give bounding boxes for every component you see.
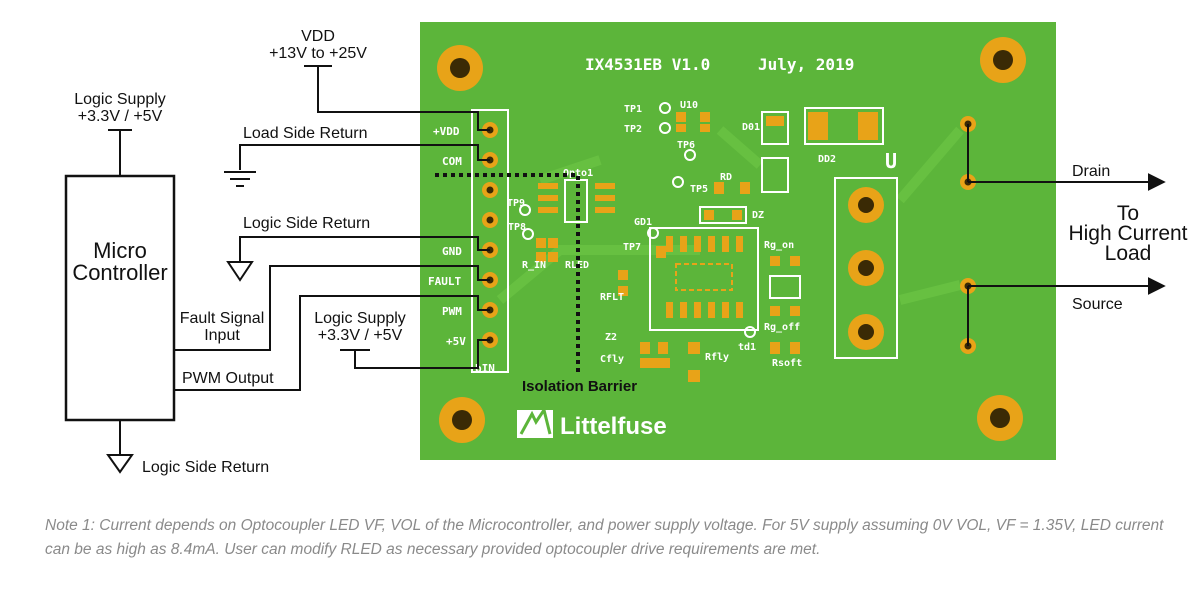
isolation-barrier-label: Isolation Barrier — [522, 378, 637, 395]
load-side-return-label: Load Side Return — [243, 125, 368, 142]
wiring-diagram: IX4531EB V1.0 July, 2019 +VDD COM GND FA… — [64, 22, 1188, 476]
board-title: IX4531EB V1.0 — [585, 55, 710, 74]
silk-rfly: Rfly — [705, 352, 729, 363]
silk-rsoft: Rsoft — [772, 358, 802, 369]
silk-d01: D01 — [742, 122, 760, 133]
silk-z2: Z2 — [605, 332, 617, 343]
logic-supply-2-label: Logic Supply — [314, 310, 406, 327]
littelfuse-logo: Littelfuse — [517, 406, 667, 440]
mount-hole-tl — [437, 45, 483, 91]
silk-rg-off: Rg_off — [764, 322, 800, 333]
source-label: Source — [1072, 296, 1123, 313]
logic-supply-2-voltage: +3.3V / +5V — [318, 327, 403, 344]
silk-gd1: GD1 — [634, 217, 652, 228]
isolation-barrier-line — [435, 173, 580, 372]
connector-label: bIN — [475, 362, 495, 375]
silk-tp8: TP8 — [508, 222, 526, 233]
to-label: To — [1117, 202, 1139, 225]
silk-rd: RD — [720, 172, 732, 183]
vdd-label: VDD — [301, 28, 335, 45]
gnd-wire — [239, 236, 490, 262]
mount-hole-bl — [439, 397, 485, 443]
silk-opto: Opto1 — [563, 168, 593, 179]
fault-signal-label-1: Fault Signal — [180, 310, 265, 327]
fault-signal-label-2: Input — [204, 327, 240, 344]
mount-hole-br — [977, 395, 1023, 441]
logic-supply-2-wire — [354, 339, 490, 369]
ground-triangle-icon — [226, 261, 254, 282]
silk-rg-on: Rg_on — [764, 240, 794, 251]
logic-supply-1-voltage: +3.3V / +5V — [78, 108, 163, 125]
mount-hole-tr — [980, 37, 1026, 83]
pin-label-vdd: +VDD — [433, 125, 460, 138]
silk-tp6: TP6 — [677, 140, 695, 151]
load-label: Load — [1105, 242, 1152, 265]
pin-label-pwm: PWM — [442, 305, 462, 318]
micro-label-2: Controller — [72, 260, 167, 285]
pcb-components — [519, 102, 898, 382]
silk-u10: U10 — [680, 100, 698, 111]
logic-side-return-2-label: Logic Side Return — [142, 459, 269, 476]
ground-triangle-icon — [106, 454, 134, 474]
connector-outline — [471, 109, 509, 373]
logic-side-return-1-label: Logic Side Return — [243, 215, 370, 232]
pin-label-com: COM — [442, 155, 462, 168]
silk-tp2: TP2 — [624, 124, 642, 135]
earth-ground-icon — [224, 171, 256, 187]
silk-tp5: TP5 — [690, 184, 708, 195]
load-return-wire — [239, 144, 490, 170]
silk-tp1: TP1 — [624, 104, 642, 115]
pin-label-gnd: GND — [442, 245, 462, 258]
silk-rin: R_IN — [522, 260, 546, 271]
silk-rflt: RFLT — [600, 292, 624, 303]
micro-label-1: Micro — [93, 238, 147, 263]
note-text: Note 1: Current depends on Optocoupler L… — [45, 517, 1164, 558]
silk-tp7: TP7 — [623, 242, 641, 253]
vdd-range-label: +13V to +25V — [269, 45, 367, 62]
silk-tp9: TP9 — [507, 198, 525, 209]
diagram-svg: IX4531EB V1.0 July, 2019 +VDD COM GND FA… — [64, 22, 1188, 476]
silk-cfly: Cfly — [600, 354, 624, 365]
brand-name: Littelfuse — [560, 413, 667, 440]
high-current-label: High Current — [1068, 222, 1187, 245]
vdd-wire — [317, 66, 490, 131]
silk-td1: td1 — [738, 342, 756, 353]
pcb-board: IX4531EB V1.0 July, 2019 +VDD COM GND FA… — [420, 22, 1056, 460]
drain-label: Drain — [1072, 163, 1110, 180]
board-date: July, 2019 — [758, 55, 854, 74]
pwm-output-label: PWM Output — [182, 370, 274, 387]
silk-dz: DZ — [752, 210, 764, 221]
fault-wire — [174, 265, 490, 351]
silk-dd2: DD2 — [818, 154, 836, 165]
silk-u: U — [885, 149, 897, 173]
micro-controller-box — [64, 174, 176, 422]
pin-label-fault: FAULT — [428, 275, 461, 288]
logic-supply-1-label: Logic Supply — [74, 91, 166, 108]
pwm-wire — [174, 295, 490, 391]
pin-label-5v: +5V — [446, 335, 466, 348]
